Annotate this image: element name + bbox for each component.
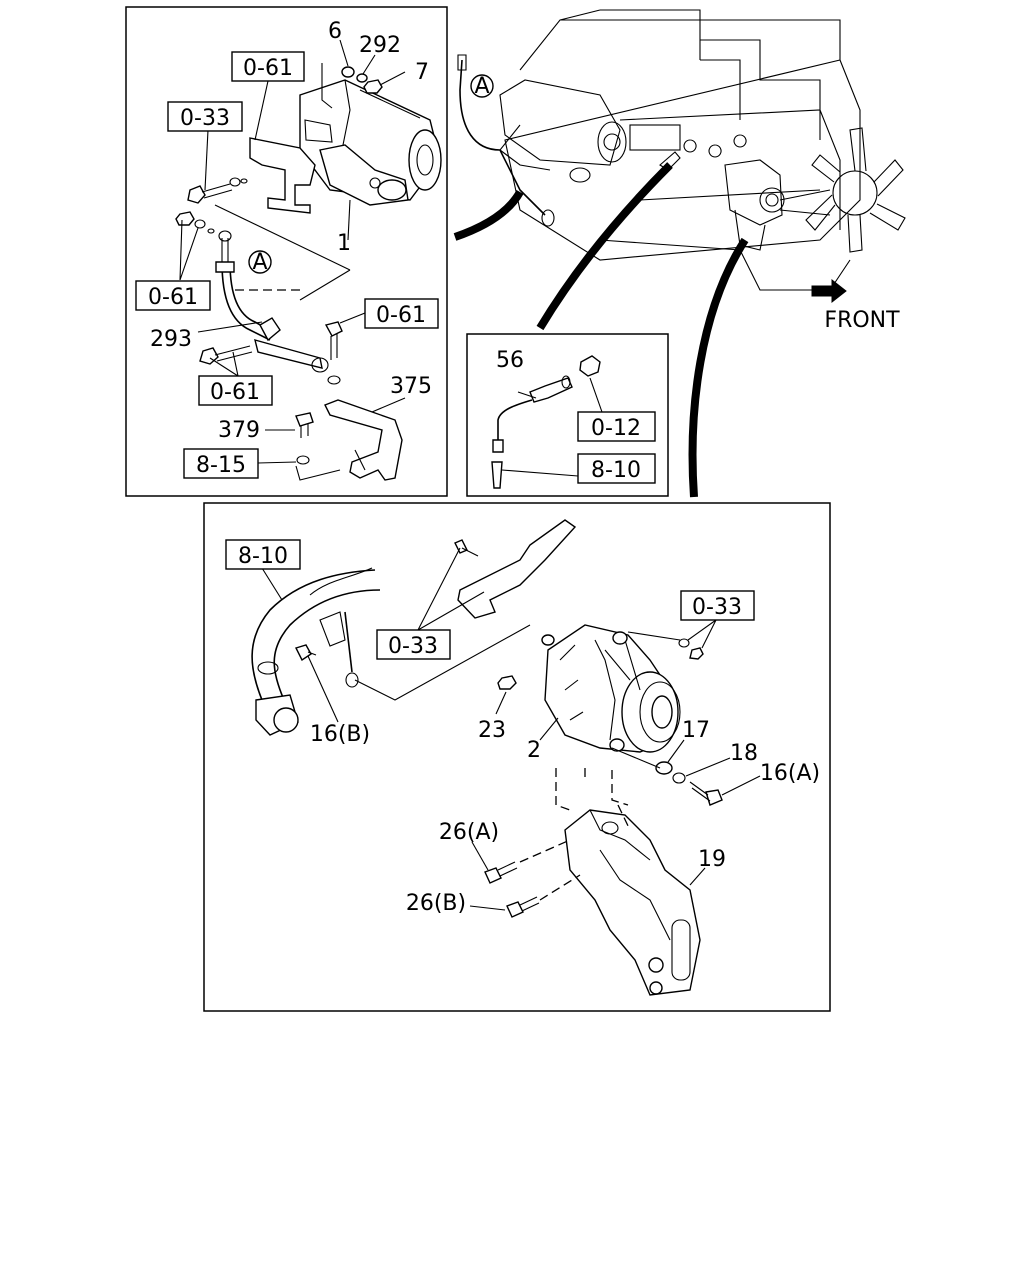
ref-box-8-10: 8-10 <box>591 458 641 483</box>
front-label: FRONT <box>824 308 900 333</box>
bracket-19 <box>564 809 701 996</box>
circle-callout-a <box>248 250 272 274</box>
circle-label-a: A <box>252 250 267 275</box>
ref-box-0-33: 0-33 <box>180 106 230 131</box>
circle-callout-a <box>470 74 494 98</box>
part-number-379: 379 <box>218 418 260 443</box>
part-number-17: 17 <box>682 718 710 743</box>
part-number-16a: 16(A) <box>760 761 820 786</box>
ref-box-0-61: 0-61 <box>210 380 260 405</box>
leader-curve-sensor <box>536 162 673 331</box>
part-number-2: 2 <box>527 738 541 763</box>
ref-box-0-61: 0-61 <box>376 303 426 328</box>
starter-detail-panel <box>125 6 448 497</box>
starter-motor <box>299 79 442 206</box>
part-number-16b: 16(B) <box>310 722 370 747</box>
front-arrow-icon <box>811 278 847 304</box>
part-number-375: 375 <box>390 374 432 399</box>
leader-curve-starter <box>453 189 524 241</box>
ref-box-0-12: 0-12 <box>591 416 641 441</box>
ref-box-8-15: 8-15 <box>196 453 246 478</box>
part-number-23: 23 <box>478 718 506 743</box>
part-number-292: 292 <box>359 33 401 58</box>
ref-box-0-61: 0-61 <box>243 56 293 81</box>
circle-label-a: A <box>474 74 489 99</box>
part-number-26b: 26(B) <box>406 891 466 916</box>
part-number-293: 293 <box>150 327 192 352</box>
ref-box-0-33: 0-33 <box>692 595 742 620</box>
sensor-56 <box>491 355 601 489</box>
ref-box-0-61: 0-61 <box>148 285 198 310</box>
part-number-26a: 26(A) <box>439 820 499 845</box>
part-number-19: 19 <box>698 847 726 872</box>
part-number-7: 7 <box>415 60 429 85</box>
part-number-56: 56 <box>496 348 524 373</box>
leader-curve-alternator <box>688 237 749 498</box>
part-number-1: 1 <box>337 231 351 256</box>
ref-box-8-10: 8-10 <box>238 544 288 569</box>
part-number-6: 6 <box>328 19 342 44</box>
engine-overview: A <box>457 9 906 291</box>
starter-bracket <box>249 137 316 214</box>
hose <box>251 567 381 736</box>
part-number-18: 18 <box>730 741 758 766</box>
ref-box-0-33: 0-33 <box>388 634 438 659</box>
alternator <box>541 624 681 753</box>
alternator-detail-panel <box>203 502 831 1012</box>
